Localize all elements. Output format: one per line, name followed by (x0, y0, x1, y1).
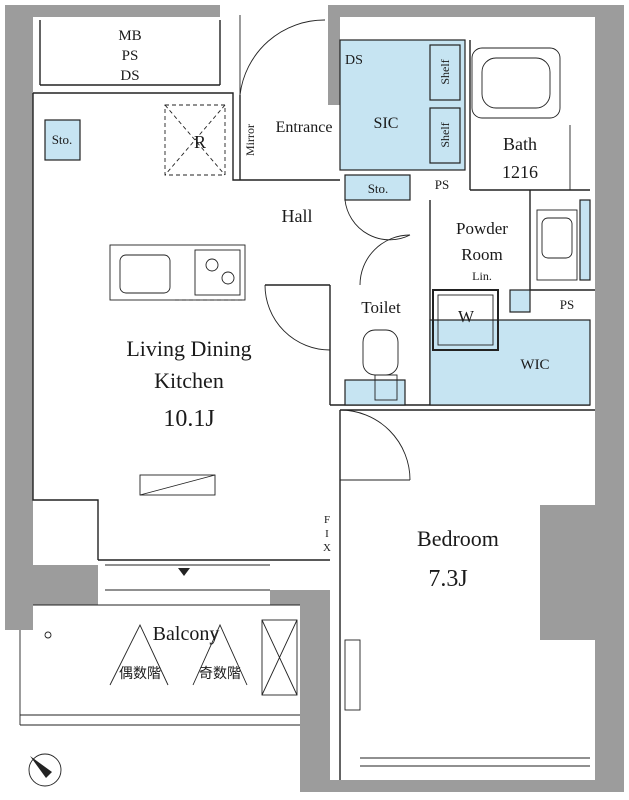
washer-label: W (458, 307, 475, 326)
balcony-door-marker (178, 568, 190, 576)
fix-label-x: X (323, 542, 331, 554)
washbasin (536, 209, 578, 281)
balcony-railing (19, 564, 300, 726)
ds-label-right: DS (345, 53, 363, 68)
toilet-fixture (362, 329, 399, 401)
fix-label-f: F (324, 514, 330, 526)
room-labels: MB PS DS DS Sto. R Mirror Entrance SIC S… (52, 28, 575, 682)
balcony-label: Balcony (153, 623, 220, 645)
bedroom-window (360, 757, 590, 767)
shelf-bottom-label: Shelf (438, 122, 452, 147)
ldk-size-label: 10.1J (163, 406, 214, 432)
storage-areas (44, 39, 591, 406)
bedroom-size-label: 7.3J (428, 566, 467, 592)
shelf-top-label: Shelf (438, 59, 452, 84)
entrance-door (239, 15, 326, 96)
sto-left-label: Sto. (52, 132, 73, 147)
even-floor-label: 偶数階 (119, 666, 161, 682)
hall-label: Hall (282, 206, 313, 226)
entrance-label: Entrance (276, 119, 333, 136)
odd-floor-label: 奇数階 (199, 665, 241, 682)
balcony-hatches (109, 619, 361, 711)
mirror-label: Mirror (243, 124, 257, 156)
sic-label: SIC (374, 115, 399, 132)
ldk-label-line1: Living Dining (126, 336, 251, 361)
bath-size-label: 1216 (502, 162, 538, 182)
ps-hall-label: PS (435, 177, 449, 192)
ps-right-label: PS (560, 297, 574, 312)
ps-label: PS (122, 48, 139, 64)
refrigerator-space (164, 104, 226, 176)
mb-label: MB (118, 28, 141, 44)
north-arrow (28, 753, 62, 787)
ldk-label-line2: Kitchen (154, 368, 224, 393)
exterior-walls (5, 5, 624, 792)
ds-label: DS (120, 68, 139, 84)
washing-machine (432, 289, 499, 351)
sto-hall-label: Sto. (368, 181, 389, 196)
lin-label: Lin. (472, 269, 492, 283)
powder-label: Powder (456, 219, 508, 238)
floor-vent (139, 474, 216, 496)
fix-label-i: I (325, 528, 329, 540)
bath-label: Bath (503, 134, 537, 154)
room-label: Room (461, 245, 503, 264)
r-mark-label: R (194, 132, 206, 152)
bathtub (471, 47, 571, 190)
wic-label: WIC (520, 357, 549, 373)
bedroom-label: Bedroom (417, 526, 499, 551)
hall-doors (264, 199, 411, 481)
kitchen-counter (109, 244, 246, 301)
toilet-label: Toilet (361, 298, 401, 317)
